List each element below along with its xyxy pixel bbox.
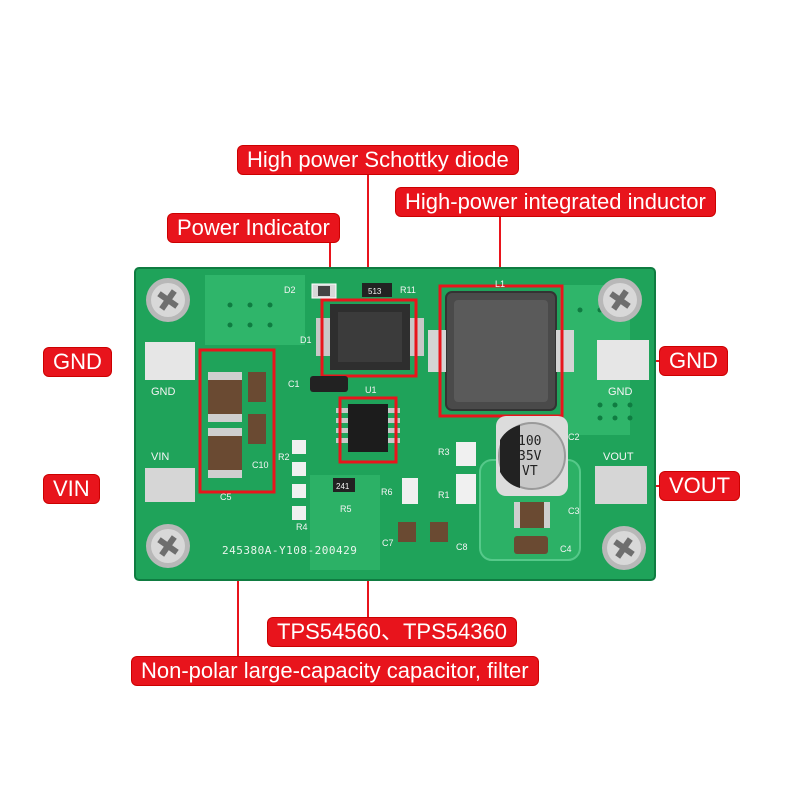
input-capacitor-bottom — [208, 428, 242, 478]
input-capacitor-top — [208, 372, 242, 422]
ref-c10: C10 — [252, 460, 269, 470]
callout-vout: VOUT — [660, 472, 740, 500]
ref-r3: R3 — [438, 447, 450, 457]
output-capacitor-c4 — [514, 536, 548, 554]
ref-c5: C5 — [220, 492, 232, 502]
part-mark-resistor: 241 — [336, 482, 350, 491]
capacitor-c7 — [398, 522, 416, 542]
mounting-screw-bottom-right — [602, 526, 646, 570]
ref-r4: R4 — [296, 522, 308, 532]
ref-d2: D2 — [284, 285, 296, 295]
callout-inductor: High-power integrated inductor — [396, 188, 715, 216]
callout-gnd-left: GND — [44, 348, 111, 376]
electrolytic-capacitor: 100 35V VT — [496, 416, 568, 496]
resistor-r11 — [362, 283, 392, 297]
callout-capacitor: Non-polar large-capacity capacitor, filt… — [132, 657, 538, 685]
callout-chip: TPS54560、TPS54360 — [268, 618, 516, 646]
mounting-screw-top-left — [146, 278, 190, 322]
ref-r11: R11 — [400, 285, 416, 295]
callout-power-indicator: Power Indicator — [168, 214, 339, 242]
ref-l1: L1 — [495, 279, 505, 289]
vout-pad — [595, 466, 647, 504]
inductor-highlight-box — [438, 284, 564, 418]
pad-label-vout: VOUT — [603, 451, 634, 463]
gnd-right-pad — [597, 340, 649, 380]
ref-r6: R6 — [381, 487, 393, 497]
board-serial: 245380A-Y108-200429 — [222, 544, 357, 557]
pad-label-vin: VIN — [151, 451, 169, 463]
capacitor-c1 — [310, 376, 348, 392]
diode-highlight-box — [320, 298, 418, 378]
callout-schottky-diode: High power Schottky diode — [238, 146, 518, 174]
ref-c7: C7 — [382, 538, 394, 548]
callout-gnd-right: GND — [660, 347, 727, 375]
ref-c1: C1 — [288, 379, 300, 389]
pad-label-gnd-right: GND — [608, 386, 633, 398]
vin-pad — [145, 468, 195, 502]
smd-pads — [292, 440, 476, 520]
gnd-left-pad — [145, 342, 195, 380]
capacitor-c6 — [430, 522, 448, 542]
ref-r5: R5 — [340, 504, 352, 514]
mounting-screw-top-right — [598, 278, 642, 322]
electrolytic-value: 100 — [518, 434, 541, 449]
resistor-r5 — [333, 478, 355, 492]
via-pattern — [227, 302, 633, 421]
ref-c8: C8 — [456, 542, 468, 552]
ref-r2: R2 — [278, 452, 290, 462]
electrolytic-series: VT — [522, 464, 538, 479]
ref-d1: D1 — [300, 335, 312, 345]
ref-c4: C4 — [560, 544, 572, 554]
ref-c3: C3 — [568, 506, 580, 516]
chip-highlight-box — [338, 396, 398, 464]
ref-r1: R1 — [438, 490, 450, 500]
capacitor-highlight-box — [198, 348, 276, 494]
callout-vin: VIN — [44, 475, 99, 503]
part-mark-diode-top: 513 — [368, 287, 382, 296]
pad-label-gnd-left: GND — [151, 386, 176, 398]
ref-u1: U1 — [365, 385, 377, 395]
output-capacitor-c3 — [514, 502, 550, 528]
ref-c2: C2 — [568, 432, 580, 442]
controller-chip — [348, 404, 388, 452]
electrolytic-voltage: 35V — [518, 449, 542, 464]
mounting-screw-bottom-left — [146, 524, 190, 568]
